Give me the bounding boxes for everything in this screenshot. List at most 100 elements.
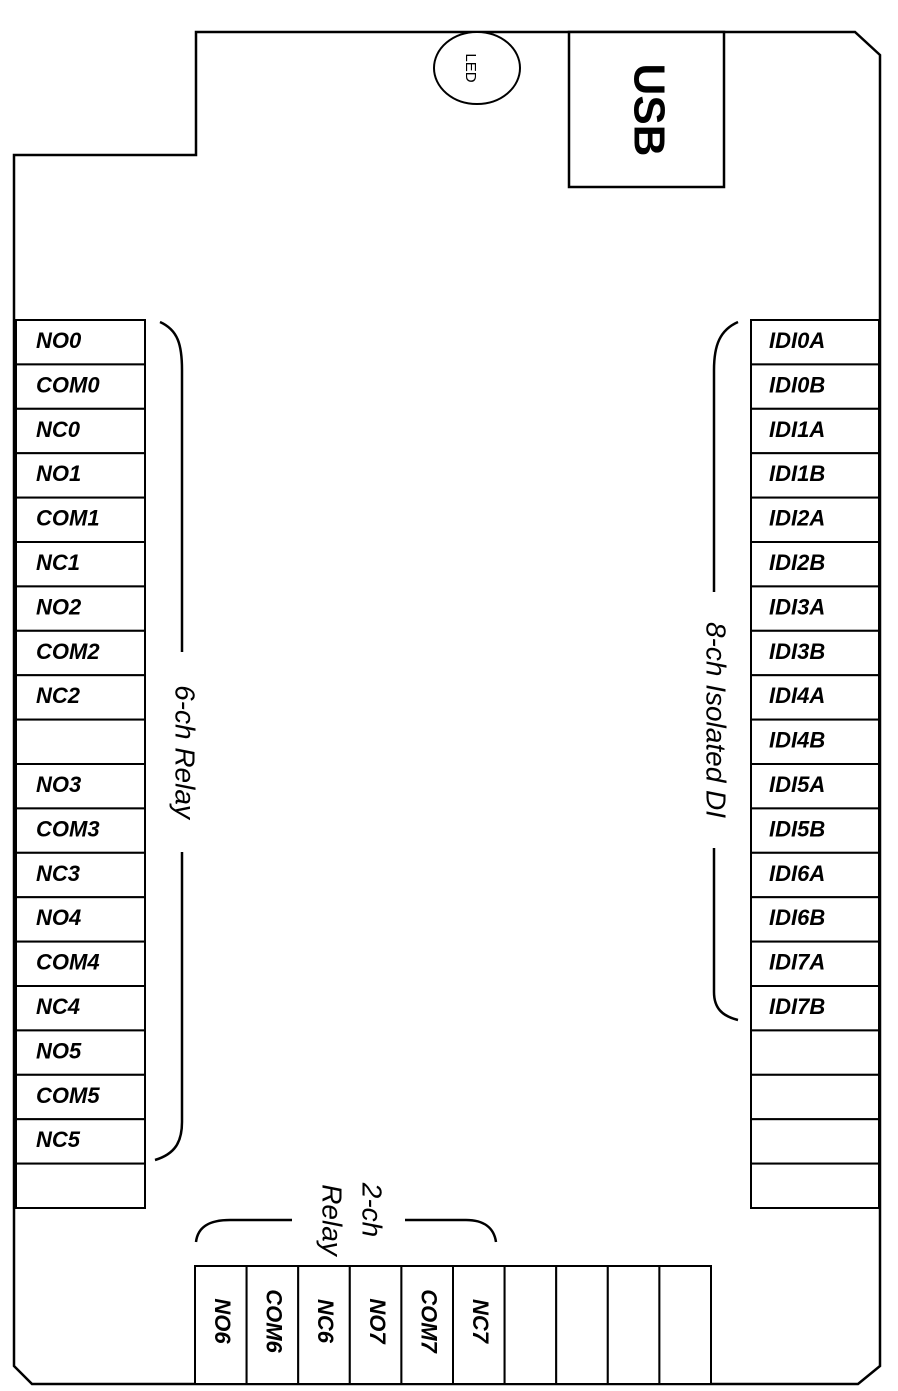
- left-terminal-label: COM5: [36, 1083, 100, 1108]
- left-terminal-no0: NO0: [15, 319, 146, 366]
- left-terminal-blank-19: [15, 1162, 146, 1209]
- right-terminal-idi4b: IDI4B: [750, 718, 880, 765]
- bottom-terminal-no6: NO6: [194, 1265, 248, 1385]
- left-terminal-label: COM0: [36, 372, 100, 397]
- left-terminal-com2: COM2: [15, 629, 146, 677]
- left-terminal-nc3: NC3: [15, 851, 146, 899]
- usb-label: USB: [624, 64, 673, 157]
- left-terminal-com3: COM3: [15, 807, 146, 854]
- right-terminal-label: IDI1B: [769, 461, 825, 486]
- bottom-terminal-no7: NO7: [348, 1265, 403, 1385]
- right-terminal-blank-16: [750, 1029, 880, 1076]
- left-terminal-label: NO2: [36, 594, 82, 619]
- bottom-terminal-blank-8: [606, 1265, 661, 1385]
- bottom-terminal-label: COM6: [262, 1289, 287, 1353]
- right-terminal-label: IDI6A: [769, 861, 825, 886]
- left-terminal-label: NC3: [36, 861, 80, 886]
- right-terminal-idi4a: IDI4A: [750, 674, 880, 721]
- usb-connector: USB: [567, 30, 726, 189]
- bottom-terminal-blank-9: [658, 1265, 713, 1385]
- left-terminal-nc1: NC1: [15, 541, 146, 588]
- left-terminal-label: NO5: [36, 1038, 82, 1063]
- right-terminal-label: IDI7B: [769, 994, 825, 1019]
- right-terminal-idi2b: IDI2B: [750, 541, 880, 588]
- left-terminal-com1: COM1: [15, 496, 146, 544]
- right-terminal-blank-17: [750, 1073, 880, 1121]
- bottom-terminal-blank-6: [503, 1265, 558, 1385]
- right-terminal-label: IDI3B: [769, 639, 825, 664]
- bottom-terminal-nc6: NC6: [297, 1265, 351, 1385]
- right-terminal-idi5a: IDI5A: [750, 763, 880, 810]
- relay2-group-label-line2: Relay: [317, 1184, 348, 1258]
- left-terminal-label: COM2: [36, 639, 100, 664]
- left-terminal-blank-9: [15, 718, 146, 765]
- right-terminal-idi7a: IDI7A: [750, 940, 880, 987]
- left-terminal-nc0: NC0: [15, 407, 146, 455]
- right-terminal-blank-19: [750, 1162, 880, 1209]
- right-terminal-idi7b: IDI7B: [750, 985, 880, 1032]
- left-terminal-com0: COM0: [15, 363, 146, 410]
- right-terminal-idi6b: IDI6B: [750, 896, 880, 943]
- right-terminal-label: IDI0A: [769, 328, 825, 353]
- bottom-terminal-com6: COM6: [245, 1265, 300, 1385]
- right-terminal-block: IDI0A IDI0B IDI1A IDI1B IDI2A IDI2B IDI3A IDI3B…: [750, 319, 880, 1209]
- bottom-terminal-com7: COM7: [400, 1265, 454, 1385]
- left-terminal-com5: COM5: [15, 1073, 146, 1121]
- bottom-terminal-label: COM7: [416, 1289, 441, 1354]
- right-terminal-idi3b: IDI3B: [750, 629, 880, 677]
- bottom-terminal-label: NC6: [313, 1299, 338, 1344]
- right-terminal-label: IDI2B: [769, 550, 825, 575]
- right-terminal-idi0b: IDI0B: [750, 363, 880, 410]
- left-terminal-no1: NO1: [15, 452, 146, 499]
- bottom-terminal-nc7: NC7: [452, 1265, 506, 1385]
- right-terminal-label: IDI5B: [769, 816, 825, 841]
- led-indicator: LED: [433, 31, 521, 105]
- left-terminal-label: NC5: [36, 1127, 81, 1152]
- right-terminal-idi3a: IDI3A: [750, 585, 880, 632]
- left-terminal-label: NC1: [36, 550, 80, 575]
- left-terminal-label: NC2: [36, 683, 81, 708]
- bottom-terminal-label: NO6: [210, 1298, 235, 1344]
- left-terminal-com4: COM4: [15, 940, 146, 987]
- right-terminal-label: IDI4A: [769, 683, 825, 708]
- left-terminal-label: NO0: [36, 328, 82, 353]
- right-terminal-label: IDI6B: [769, 905, 825, 930]
- right-terminal-label: IDI4B: [769, 728, 825, 753]
- bottom-terminal-block: NO6 COM6 NC6 NO7 COM7 NC7: [194, 1265, 713, 1385]
- right-terminal-idi0a: IDI0A: [750, 319, 880, 366]
- relay2-group-label-line1: 2-ch: [357, 1182, 388, 1237]
- left-terminal-label: NO3: [36, 772, 81, 797]
- left-terminal-no5: NO5: [15, 1029, 146, 1076]
- left-terminal-label: NC4: [36, 994, 80, 1019]
- relay6-group-label: 6-ch Relay: [170, 685, 201, 821]
- relay6-group-brace: 6-ch Relay: [154, 320, 201, 1162]
- left-terminal-nc2: NC2: [15, 674, 146, 721]
- left-terminal-nc4: NC4: [15, 985, 146, 1032]
- right-terminal-label: IDI7A: [769, 950, 825, 975]
- right-terminal-idi6a: IDI6A: [750, 851, 880, 899]
- right-terminal-label: IDI1A: [769, 417, 825, 442]
- led-label: LED: [462, 53, 479, 82]
- right-terminal-label: IDI3A: [769, 594, 825, 619]
- left-terminal-label: NC0: [36, 417, 81, 442]
- left-terminal-label: NO4: [36, 905, 81, 930]
- right-terminal-blank-18: [750, 1118, 880, 1165]
- bottom-terminal-blank-7: [555, 1265, 609, 1385]
- right-terminal-label: IDI5A: [769, 772, 825, 797]
- left-terminal-block: NO0COM0NC0NO1COM1NC1NO2COM2NC2NO3COM3NC3…: [15, 319, 146, 1209]
- left-terminal-label: COM1: [36, 506, 100, 531]
- isolated-di-group-brace: 8-ch Isolated DI: [701, 320, 739, 1022]
- right-terminal-label: IDI2A: [769, 506, 825, 531]
- bottom-terminal-label: NC7: [468, 1299, 493, 1345]
- left-terminal-no4: NO4: [15, 896, 146, 943]
- relay2-group-brace: 2-ch Relay: [194, 1182, 498, 1258]
- right-terminal-idi2a: IDI2A: [750, 496, 880, 544]
- left-terminal-nc5: NC5: [15, 1118, 146, 1165]
- right-terminal-idi5b: IDI5B: [750, 807, 880, 854]
- left-terminal-no2: NO2: [15, 585, 146, 632]
- left-terminal-no3: NO3: [15, 763, 146, 810]
- bottom-terminal-label: NO7: [365, 1298, 390, 1345]
- left-terminal-label: NO1: [36, 461, 81, 486]
- left-terminal-label: COM3: [36, 816, 100, 841]
